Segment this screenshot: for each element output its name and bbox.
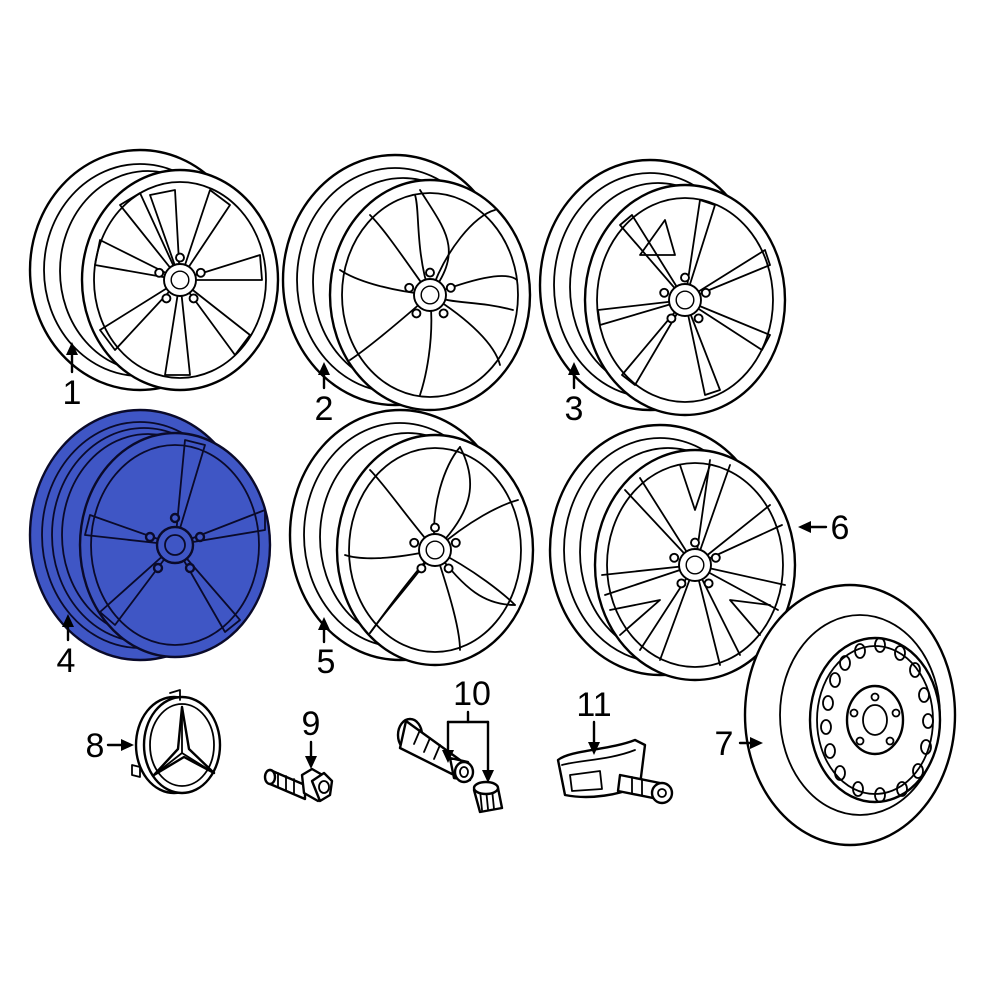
callout-4: 4 [57, 642, 76, 680]
spare-wheel-7[interactable] [743, 583, 957, 847]
wheel-4-highlighted[interactable] [28, 408, 272, 662]
callout-9: 9 [302, 705, 321, 743]
callout-10: 10 [453, 675, 491, 713]
center-cap-8[interactable] [131, 689, 222, 795]
valve-stem-10[interactable] [396, 717, 475, 784]
callout-1: 1 [63, 374, 82, 412]
wheel-5[interactable] [288, 408, 535, 667]
lug-bolt-9[interactable] [263, 767, 334, 803]
wheel-2[interactable] [281, 153, 532, 412]
callout-7: 7 [715, 725, 734, 763]
callout-11: 11 [576, 686, 611, 724]
callout-5: 5 [317, 643, 336, 681]
callout-2: 2 [315, 390, 334, 428]
wheel-6[interactable] [548, 423, 797, 682]
callout-6: 6 [831, 509, 850, 547]
callout-arrows [62, 342, 828, 783]
wheel-1[interactable] [28, 148, 280, 392]
wheel-3[interactable] [538, 158, 787, 417]
valve-cap-10[interactable] [472, 780, 504, 814]
callout-labels: 1 2 3 4 5 6 7 8 9 10 11 [57, 374, 850, 765]
callout-3: 3 [565, 390, 584, 428]
tpms-sensor-11[interactable] [556, 738, 674, 805]
callout-8: 8 [86, 727, 105, 765]
